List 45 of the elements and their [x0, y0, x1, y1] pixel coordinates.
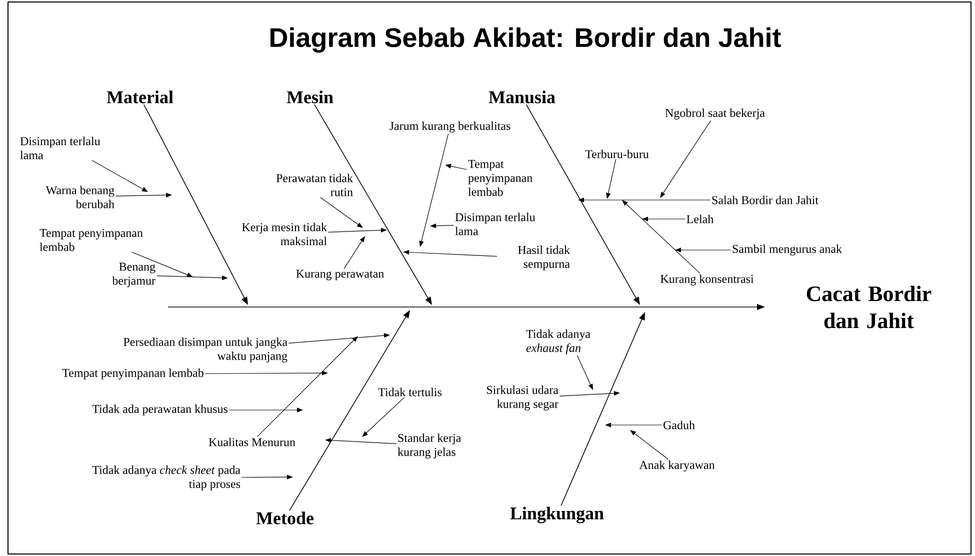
arrow: [132, 252, 193, 277]
category-label: Mesin: [286, 90, 334, 104]
cause-label: Tempat penyimpanan lembab: [62, 368, 204, 380]
cause-label: Jarum kurang berkualitas: [390, 122, 510, 132]
cause-label: Benang berjamur: [112, 262, 156, 288]
cause-label: Tidak adanya check sheet pada tiap proses: [92, 466, 240, 490]
cause-label: Salah Bordir dan Jahit: [712, 196, 818, 204]
cause-label: Tidak tertulis: [378, 388, 442, 396]
arrow: [622, 200, 700, 274]
category-label: Manusia: [488, 90, 556, 104]
cause-label: Kurang perawatan: [296, 270, 384, 280]
arrow: [660, 120, 711, 198]
cause-label: Persediaan disimpan untuk jangka waktu panjang: [124, 338, 288, 362]
cause-label: Tempat penyimpanan lembab: [468, 160, 532, 196]
arrow: [320, 197, 363, 228]
cause-label: Disimpan terlalu lama: [20, 136, 100, 160]
cause-label: Kurang konsentrasi: [660, 274, 754, 286]
cause-label: Ngobrol saat bekerja: [665, 108, 765, 120]
cause-label: Terburu-buru: [585, 150, 649, 158]
category-label: Material: [106, 90, 174, 104]
effect-label: Cacat Bordir dan Jahit: [806, 286, 932, 328]
cause-label: Tidak ada perawatan khusus: [92, 404, 228, 416]
arrow: [257, 336, 358, 437]
cause-label: Hasil tidak sempurna: [518, 246, 570, 270]
arrow: [362, 397, 405, 437]
cause-label: Anak karyawan: [639, 460, 715, 472]
cause-label: Tidak adanya exhaust fan: [526, 330, 590, 354]
cause-label: Disimpan terlalu lama: [455, 212, 536, 236]
arrow: [92, 160, 148, 192]
cause-label: Warna benang berubah: [46, 186, 114, 208]
cause-label: Kerja mesin tidak maksimal: [242, 222, 328, 246]
arrow: [576, 355, 593, 390]
cause-label: Gaduh: [664, 420, 695, 430]
category-label: Metode: [256, 512, 314, 524]
cause-label: Sirkulasi udara kurang segar: [487, 386, 558, 410]
cause-label: Perawatan tidak rutin: [276, 174, 354, 196]
cause-label: Sambil mengurus anak: [732, 244, 842, 256]
cause-label: Standar kerja kurang jelas: [398, 434, 461, 458]
arrow: [630, 430, 669, 460]
title: Diagram Sebab Akibat: Bordir dan Jahit: [270, 27, 781, 53]
cause-label: Lelah: [686, 214, 714, 224]
arrow: [344, 236, 365, 269]
cause-label: Tempat penyimpanan lembab: [40, 228, 143, 252]
category-label: Lingkungan: [510, 506, 604, 524]
cause-label: Kualitas Menurun: [208, 438, 296, 446]
